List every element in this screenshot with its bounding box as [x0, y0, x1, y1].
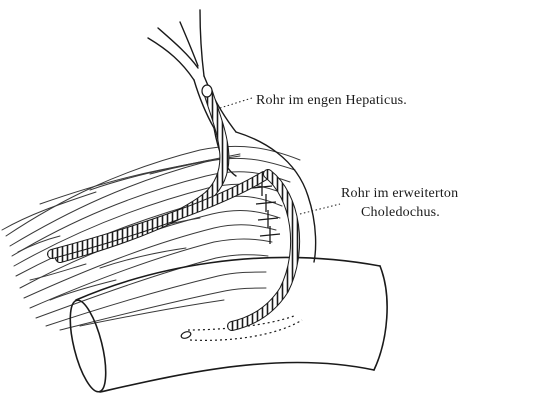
choledochus-tube-label-line2: Choledochus.: [361, 205, 440, 220]
choledochus-tube: [232, 174, 295, 326]
tissue-mass: [2, 146, 300, 330]
choledochus-tube-label-line1: Rohr im erweiterton: [341, 186, 458, 201]
duodenum: [63, 257, 387, 394]
tube-end-opening: [180, 330, 191, 339]
choledochus-leader: [300, 204, 340, 214]
hepaticus-leader: [220, 98, 252, 108]
hepatic-duct: [148, 10, 236, 132]
hepaticus-tube-label: Rohr im engen Hepaticus.: [256, 93, 407, 108]
